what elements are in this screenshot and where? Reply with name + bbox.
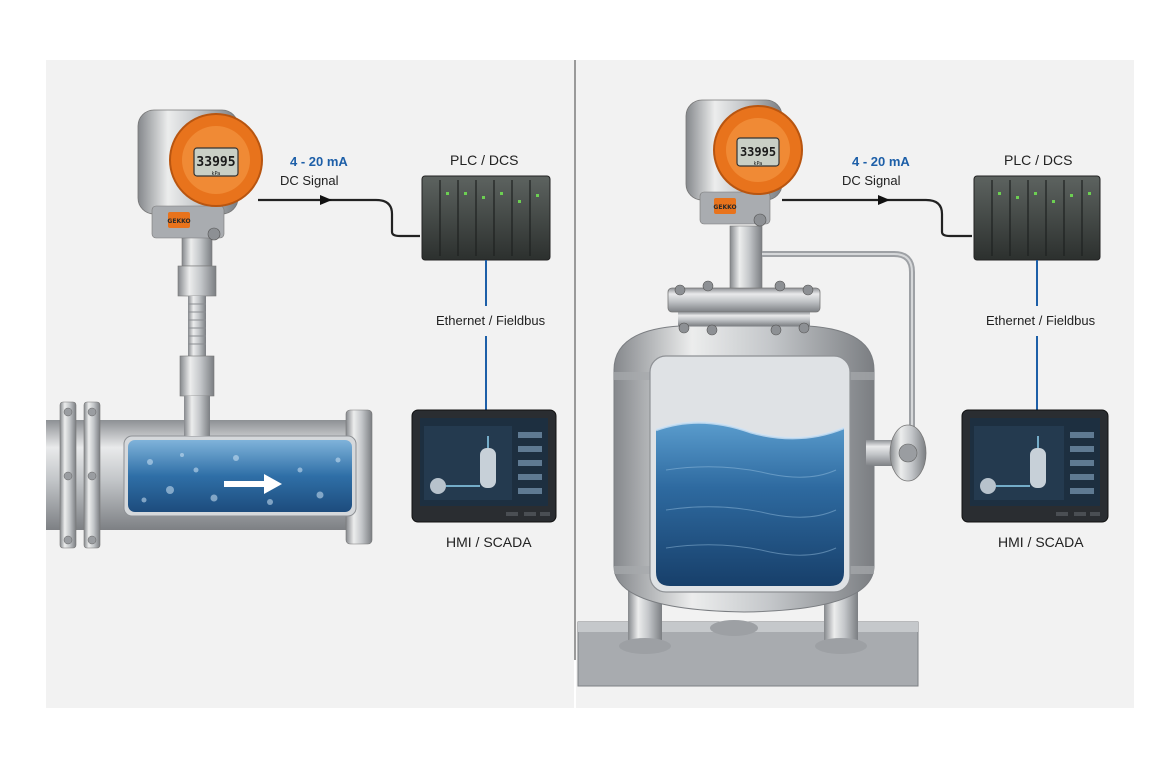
tank-top-flange [667,280,821,336]
plc-rack-right [973,175,1101,261]
panel-divider [574,60,576,660]
lcd-unit: kPa [212,171,221,177]
plc-rack-left [421,175,551,261]
network-label: Ethernet / Fieldbus [436,313,546,328]
transmitter-stem-right [729,225,763,289]
hmi-label: HMI / SCADA [446,534,532,550]
signal-value-label: 4 - 20 mA [852,154,910,169]
signal-type-label: DC Signal [280,173,339,188]
signal-cable [258,198,420,238]
signal-value-label: 4 - 20 mA [290,154,348,169]
pipe-fluid [128,440,352,512]
network-label: Ethernet / Fieldbus [986,313,1096,328]
lcd-reading: 33995 [196,155,235,170]
hmi-screen-right [961,409,1109,523]
signal-arrow-icon [320,195,332,205]
signal-type-label: DC Signal [842,173,901,188]
signal-arrow-icon [878,195,890,205]
brand-label: GEKKO [713,204,736,211]
signal-cable [782,198,972,238]
flow-direction-arrow-icon [224,474,282,494]
pressure-transmitter-right [685,99,803,227]
hmi-screen-left [411,409,557,523]
impulse-stem [177,231,217,436]
controller-label: PLC / DCS [1004,152,1073,168]
brand-label: GEKKO [167,218,190,225]
controller-label: PLC / DCS [450,152,519,168]
pressure-transmitter-left [137,109,263,241]
side-nozzle-flange [866,424,927,482]
lp-impulse-line [762,251,915,428]
lcd-unit: kPa [754,161,763,167]
tank-liquid [655,421,845,586]
hmi-label: HMI / SCADA [998,534,1084,550]
lcd-reading: 33995 [740,145,776,159]
